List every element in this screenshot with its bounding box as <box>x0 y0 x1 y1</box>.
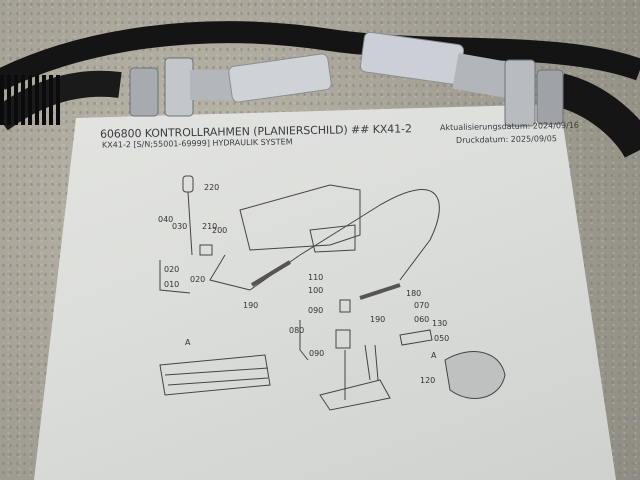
part-label: 050 <box>434 334 449 343</box>
fitting-nut <box>504 59 536 127</box>
part-label: 060 <box>414 315 429 324</box>
part-label: 090 <box>309 349 324 358</box>
threaded-fitting <box>452 53 518 99</box>
part-label: 180 <box>406 289 421 298</box>
part-label: 020 <box>164 265 179 274</box>
part-label: 100 <box>308 286 323 295</box>
part-label: 020 <box>190 275 205 284</box>
fitting-nut <box>164 57 194 117</box>
part-label: 120 <box>420 376 435 385</box>
part-label: 210 <box>202 222 217 231</box>
cable-end <box>228 53 332 103</box>
part-label: 200 <box>212 226 227 235</box>
part-label: 130 <box>432 319 447 328</box>
part-label: 190 <box>370 315 385 324</box>
print-date: Druckdatum: 2025/09/05 <box>455 134 557 145</box>
part-label: A <box>185 338 191 347</box>
part-label: 110 <box>308 273 323 282</box>
part-labels: 220 040 030 210 200 020 010 020 190 110 … <box>158 183 449 385</box>
fitting-nut <box>129 67 159 117</box>
part-label: 190 <box>243 301 258 310</box>
exploded-diagram <box>159 175 506 411</box>
part-label: A <box>431 351 437 360</box>
part-label: 220 <box>204 183 219 192</box>
part-label: 010 <box>164 280 179 289</box>
part-label: 030 <box>172 222 187 231</box>
part-label: 070 <box>414 301 429 310</box>
fitting-nut <box>536 69 564 125</box>
part-label: 080 <box>289 326 304 335</box>
hydraulic-hose <box>0 21 640 90</box>
part-label: 040 <box>158 215 173 224</box>
hydraulic-hose <box>555 73 640 159</box>
part-label: 090 <box>308 306 323 315</box>
